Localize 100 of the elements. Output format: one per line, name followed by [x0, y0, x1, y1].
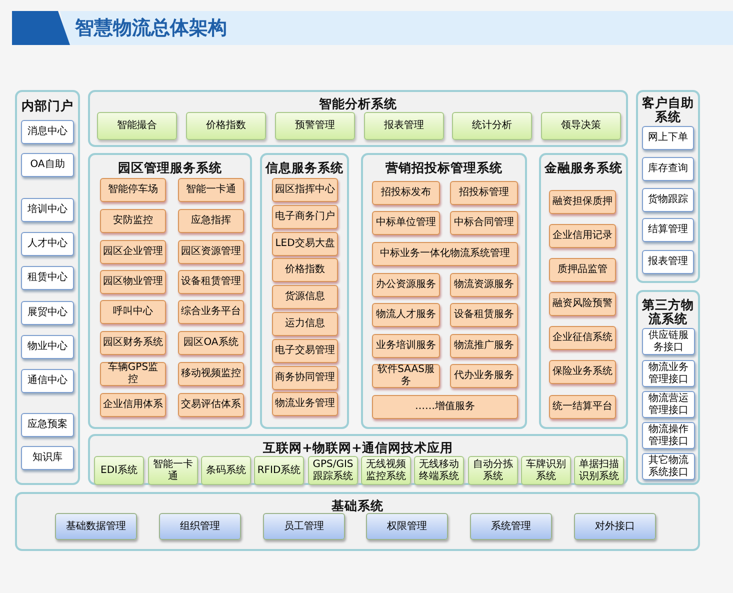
module-box: 招投标发布 — [372, 181, 440, 205]
module-box: 智能一卡通 — [178, 178, 244, 202]
system-panel — [15, 90, 80, 485]
panel-heading: 基础系统 — [330, 499, 384, 513]
module-box: 园区指挥中心 — [272, 178, 338, 202]
module-box: 价格指数 — [186, 112, 266, 140]
module-box: 质押品监管 — [549, 258, 616, 282]
module-box: 车辆GPS监控 — [100, 362, 166, 386]
system-panel — [88, 434, 628, 485]
module-box: 智能停车场 — [100, 178, 166, 202]
module-box: 供应链服务接口 — [642, 328, 695, 355]
module-box: 价格指数 — [272, 258, 338, 282]
system-panel — [636, 290, 700, 485]
module-box: 自动分拣系统 — [468, 456, 518, 485]
module-box: 软件SAAS服务 — [372, 364, 440, 388]
panel-heading: 内部门户 — [20, 99, 74, 113]
system-panel — [636, 90, 700, 283]
module-box: 设备租赁管理 — [178, 270, 244, 294]
panel-heading: 金融服务系统 — [543, 161, 624, 175]
module-box: 货源信息 — [272, 285, 338, 309]
module-box: 综合业务平台 — [178, 300, 244, 324]
system-panel — [361, 153, 527, 429]
module-box: 车牌识别系统 — [521, 456, 571, 485]
module-box: 融资担保质押 — [549, 190, 616, 214]
module-box: LED交易大盘 — [272, 232, 338, 256]
panel-heading: 营销招投标管理系统 — [384, 161, 504, 175]
module-box: 园区物业管理 — [100, 270, 166, 294]
module-box: 报表管理 — [364, 112, 444, 140]
system-panel — [539, 153, 628, 429]
module-box: 基础数据管理 — [55, 513, 137, 540]
module-box: 消息中心 — [21, 120, 74, 144]
panel-heading: 智能分析系统 — [318, 97, 398, 111]
module-box: 中标合同管理 — [450, 211, 518, 235]
module-box: 库存查询 — [642, 157, 694, 181]
module-box: 系统管理 — [470, 513, 552, 540]
module-box: 交易评估体系 — [178, 393, 244, 417]
module-box: 中标业务一体化物流系统管理 — [372, 242, 518, 266]
module-box: 对外接口 — [574, 513, 656, 540]
module-box: 企业信用体系 — [100, 393, 166, 417]
module-box: 融资风险预警 — [549, 292, 616, 316]
panel-heading: 信息服务系统 — [264, 161, 344, 175]
module-box: 权限管理 — [366, 513, 448, 540]
module-box: 电子商务门户 — [272, 205, 338, 229]
module-box: 电子交易管理 — [272, 339, 338, 363]
module-box: 智能一卡通 — [148, 456, 198, 485]
module-box: GPS/GIS跟踪系统 — [308, 456, 358, 485]
module-box: 园区企业管理 — [100, 240, 166, 264]
module-box: 员工管理 — [263, 513, 345, 540]
module-box: 应急预案 — [21, 413, 74, 437]
module-box: 中标单位管理 — [372, 211, 440, 235]
module-box: 园区OA系统 — [178, 331, 244, 355]
module-box: 网上下单 — [642, 126, 694, 150]
module-box: 报表管理 — [642, 250, 694, 274]
module-box: 无线视频监控系统 — [361, 456, 411, 485]
module-box: 预警管理 — [275, 112, 355, 140]
module-box: 组织管理 — [159, 513, 241, 540]
panel-heading: 客户自助系统 — [641, 96, 695, 124]
module-box: 条码系统 — [201, 456, 251, 485]
module-box: 物流操作管理接口 — [642, 422, 695, 449]
module-box: 招投标管理 — [450, 181, 518, 205]
module-box: ……增值服务 — [372, 395, 518, 419]
module-box: 运力信息 — [272, 312, 338, 336]
module-box: 人才中心 — [21, 232, 74, 256]
system-panel — [260, 153, 349, 429]
module-box: 统一结算平台 — [549, 395, 616, 419]
panel-heading: 互联网+物联网+通信网技术应用 — [262, 441, 454, 455]
module-box: 代办业务服务 — [450, 364, 518, 388]
page-title: 智慧物流总体架构 — [75, 16, 227, 41]
module-box: 企业信用记录 — [549, 224, 616, 248]
module-box: 物流业务管理接口 — [642, 360, 695, 387]
module-box: 园区资源管理 — [178, 240, 244, 264]
module-box: 呼叫中心 — [100, 300, 166, 324]
module-box: 保险业务系统 — [549, 360, 616, 384]
module-box: 物流人才服务 — [372, 303, 440, 327]
module-box: OA自助 — [21, 153, 74, 177]
module-box: 领导决策 — [541, 112, 621, 140]
system-panel — [15, 492, 700, 551]
module-box: 应急指挥 — [178, 209, 244, 233]
module-box: 业务培训服务 — [372, 334, 440, 358]
module-box: RFID系统 — [254, 456, 304, 485]
module-box: 展贸中心 — [21, 301, 74, 325]
module-box: 商务协同管理 — [272, 366, 338, 390]
module-box: 货物跟踪 — [642, 188, 694, 212]
module-box: 物流营运管理接口 — [642, 391, 695, 418]
panel-heading: 第三方物流系统 — [641, 298, 695, 326]
system-panel — [88, 90, 628, 147]
module-box: 结算管理 — [642, 218, 694, 242]
module-box: 设备租赁服务 — [450, 303, 518, 327]
module-box: 物流业务管理 — [272, 392, 338, 416]
module-box: 知识库 — [21, 446, 74, 470]
module-box: 物业中心 — [21, 335, 74, 359]
module-box: 租赁中心 — [21, 266, 74, 290]
module-box: 移动视频监控 — [178, 362, 244, 386]
module-box: 单据扫描识别系统 — [574, 456, 624, 485]
module-box: 培训中心 — [21, 198, 74, 222]
module-box: 物流推广服务 — [450, 334, 518, 358]
module-box: 园区财务系统 — [100, 331, 166, 355]
panel-heading: 园区管理服务系统 — [117, 161, 223, 175]
module-box: 办公资源服务 — [372, 273, 440, 297]
module-box: 物流资源服务 — [450, 273, 518, 297]
